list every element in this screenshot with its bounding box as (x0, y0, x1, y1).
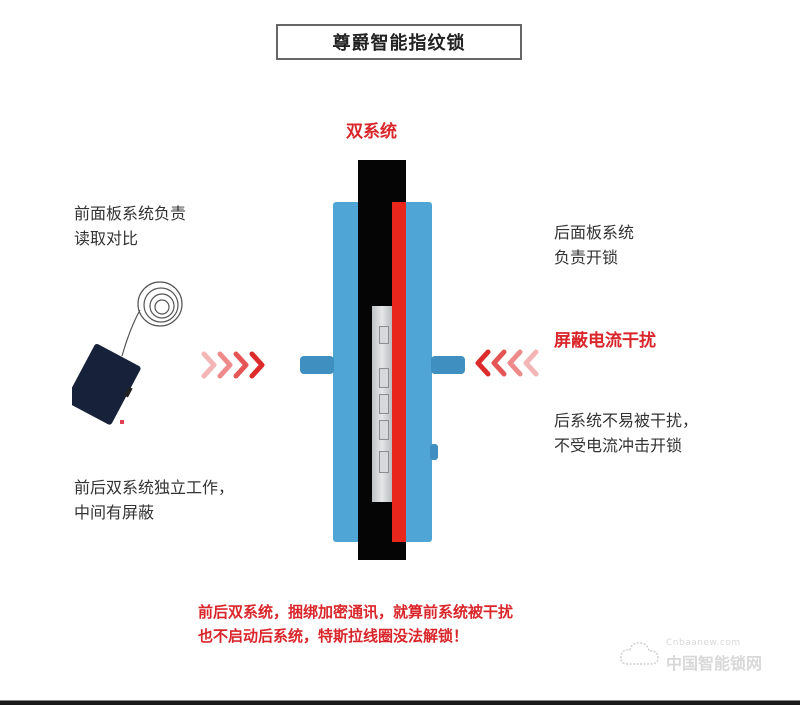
back-panel-line-2: 负责开锁 (554, 248, 619, 267)
chevron-right-icon (217, 351, 233, 379)
chevron-right-icon (249, 351, 265, 379)
chevron-left-icon (475, 349, 491, 377)
back-panel-description: 后面板系统 负责开锁 (554, 220, 634, 270)
back-panel-line-1: 后面板系统 (554, 223, 635, 242)
chevron-left-icon (523, 349, 539, 377)
chevron-left-icon (491, 349, 507, 377)
footer-note-line-1: 前后双系统，捆绑加密通讯，就算前系统被干扰 (198, 603, 514, 621)
page-title-text: 尊爵智能指纹锁 (332, 33, 466, 54)
back-panel (402, 202, 432, 542)
smart-lock-illustration (296, 160, 476, 560)
back-handle (431, 356, 465, 374)
chevron-left-icon (507, 349, 523, 377)
lock-faceplate (372, 306, 392, 502)
dual-system-label: 双系统 (346, 122, 397, 142)
watermark-name: 中国智能锁网 (666, 654, 763, 673)
cloud-logo-icon (620, 642, 659, 665)
chevron-right-arrows (200, 350, 266, 380)
back-system-description: 后系统不易被干扰， 不受电流冲击开锁 (554, 408, 698, 458)
shield-layer (392, 202, 406, 542)
independent-line-2: 中间有屏蔽 (74, 503, 155, 522)
footer-note-line-2: 也不启动后系统，特斯拉线圈没法解锁！ (198, 627, 469, 645)
tesla-coil-device-icon (65, 278, 192, 428)
independent-line-1: 前后双系统独立工作， (74, 478, 235, 497)
back-knob (430, 444, 438, 460)
bottom-border (0, 700, 800, 705)
front-panel-line-1: 前面板系统负责 (74, 204, 187, 223)
front-panel-description: 前面板系统负责 读取对比 (74, 201, 186, 251)
independent-systems-description: 前后双系统独立工作， 中间有屏蔽 (74, 475, 234, 525)
front-handle (300, 356, 334, 374)
page-title: 尊爵智能指纹锁 (276, 24, 522, 60)
chevron-left-arrows (474, 348, 540, 378)
shield-current-heading: 屏蔽电流干扰 (554, 331, 656, 351)
back-system-line-2: 不受电流冲击开锁 (554, 436, 683, 455)
watermark: Cnbaanew.com 中国智能锁网 (618, 636, 798, 676)
chevron-right-icon (233, 351, 249, 379)
chevron-right-icon (201, 351, 217, 379)
footer-note: 前后双系统，捆绑加密通讯，就算前系统被干扰 也不启动后系统，特斯拉线圈没法解锁！ (198, 600, 513, 648)
watermark-url: Cnbaanew.com (666, 638, 741, 648)
back-system-line-1: 后系统不易被干扰， (554, 411, 699, 430)
front-panel-line-2: 读取对比 (74, 229, 139, 248)
